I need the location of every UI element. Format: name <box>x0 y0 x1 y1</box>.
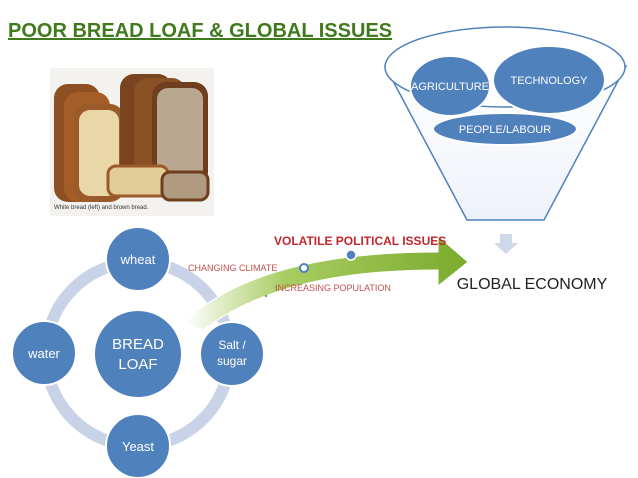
yeast-label: Yeast <box>122 439 154 454</box>
people-labour-ellipse <box>432 112 578 146</box>
center-label-line2: LOAF <box>118 356 157 373</box>
arrow-node-dot-3 <box>265 295 267 297</box>
water-label: water <box>27 346 60 361</box>
agriculture-label: AGRICULTURE <box>411 81 489 93</box>
arrow-node-dot-2 <box>345 249 357 261</box>
wheat-node <box>105 226 171 292</box>
arrow-node-dot-1 <box>299 263 309 273</box>
technology-label: TECHNOLOGY <box>510 75 588 87</box>
salt-sugar-label-line1: Salt / <box>218 338 246 352</box>
curved-arrow <box>184 234 469 331</box>
volatile-political-issues-label: VOLATILE POLITICAL ISSUES <box>274 234 446 248</box>
funnel-down-arrow-icon <box>494 234 518 254</box>
people-labour-label: PEOPLE/LABOUR <box>459 124 551 136</box>
center-label-line1: BREAD <box>112 336 164 353</box>
salt-sugar-node <box>199 321 265 387</box>
bread-loaf-center-node <box>93 309 183 399</box>
photo-caption: White bread (left) and brown bread. <box>54 205 149 211</box>
bread-slices-front <box>106 164 210 202</box>
loose-brown-slice <box>160 170 210 202</box>
agriculture-ellipse <box>409 55 491 117</box>
increasing-population-label: INCREASING POPULATION <box>275 283 391 293</box>
water-node <box>11 320 77 386</box>
wheat-label: wheat <box>120 252 156 267</box>
cycle-diagram: BREAD LOAF wheat Salt / sugar Yeast wate… <box>11 226 265 478</box>
salt-sugar-label-line2: sugar <box>217 354 247 368</box>
bread-photo <box>50 68 214 216</box>
brown-bread-crumb <box>157 88 203 180</box>
changing-climate-label: CHANGING CLIMATE <box>188 263 277 273</box>
funnel: PEOPLE/LABOUR AGRICULTURE TECHNOLOGY <box>383 26 628 254</box>
technology-ellipse <box>492 45 606 115</box>
brown-bread <box>120 74 208 190</box>
global-economy-label: GLOBAL ECONOMY <box>457 276 608 293</box>
yeast-node <box>105 413 171 478</box>
page-title: POOR BREAD LOAF & GLOBAL ISSUES <box>8 20 393 42</box>
